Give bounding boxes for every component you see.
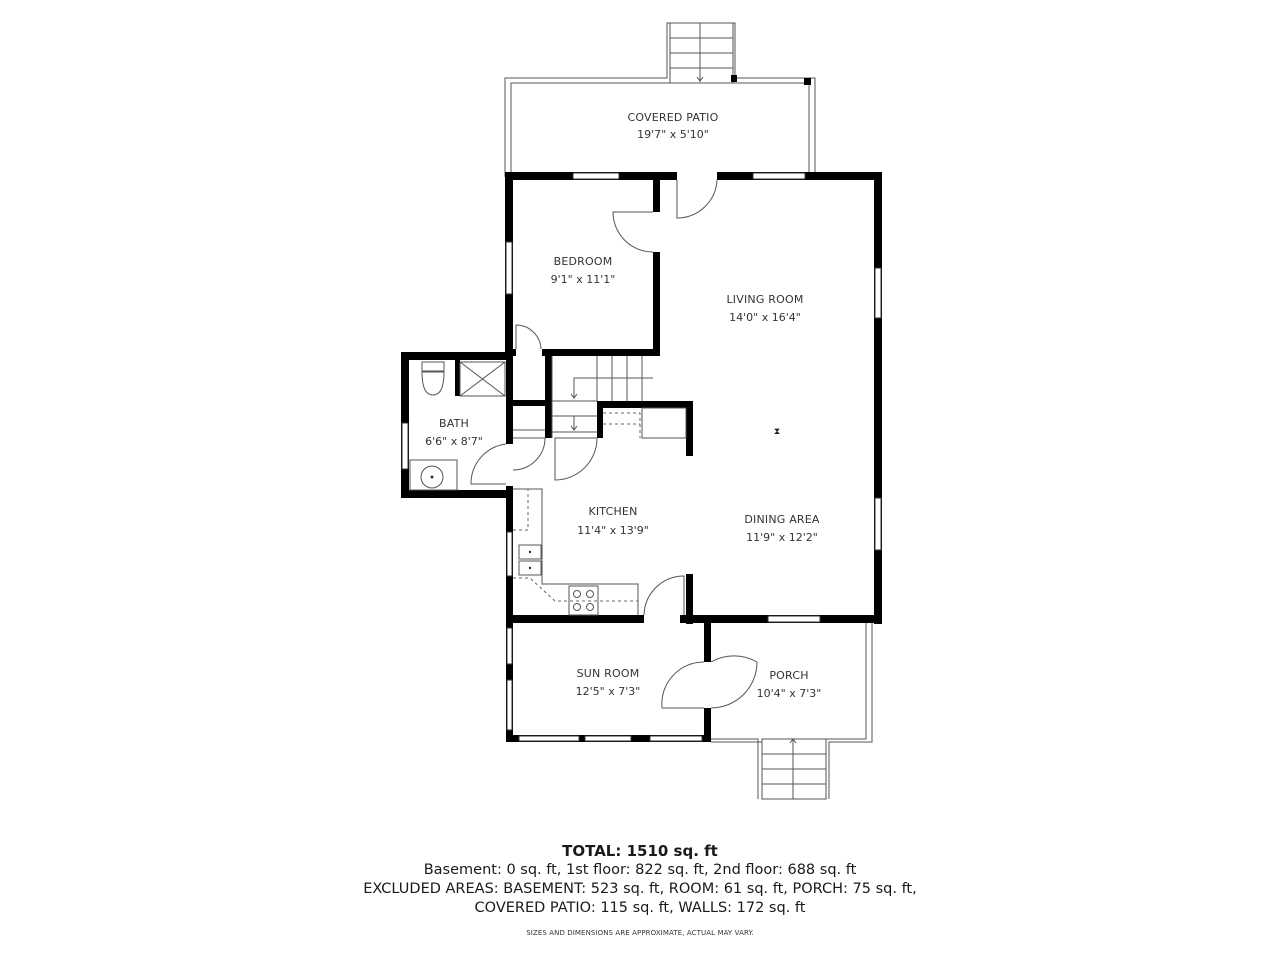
total-area: TOTAL: 1510 sq. ft (562, 842, 718, 860)
windows (401, 172, 882, 742)
dining-area-dimensions: 11'9" x 12'2" (746, 531, 818, 544)
toilet-icon (421, 361, 445, 396)
double-sink-icon (518, 544, 542, 576)
sink-icon (409, 459, 458, 491)
living-room-dimensions: 14'0" x 16'4" (729, 311, 801, 324)
covered-patio (504, 22, 816, 177)
sun-room-label: SUN ROOM (577, 667, 640, 680)
bath-dimensions: 6'6" x 8'7" (425, 435, 483, 448)
sun-room-dimensions: 12'5" x 7'3" (576, 685, 641, 698)
excluded-areas-line2: COVERED PATIO: 115 sq. ft, WALLS: 172 sq… (474, 900, 806, 916)
living-room-label: LIVING ROOM (726, 293, 803, 306)
kitchen-label: KITCHEN (588, 505, 637, 518)
bath-fixtures (409, 361, 506, 491)
disclaimer: SIZES AND DIMENSIONS ARE APPROXIMATE, AC… (526, 929, 754, 937)
exterior-walls (401, 172, 882, 742)
interior-stairs (513, 356, 687, 439)
porch (711, 623, 873, 800)
center-marker-icon: ⧗ (774, 427, 780, 437)
room-labels: COVERED PATIO 19'7" x 5'10" BEDROOM 9'1"… (425, 111, 821, 700)
floor-areas: Basement: 0 sq. ft, 1st floor: 822 sq. f… (423, 862, 857, 878)
stove-icon (568, 585, 599, 616)
covered-patio-dimensions: 19'7" x 5'10" (637, 128, 709, 141)
bedroom-dimensions: 9'1" x 11'1" (551, 273, 616, 286)
kitchen-fixtures (513, 488, 639, 616)
shower-icon (459, 361, 506, 397)
bath-label: BATH (439, 417, 469, 430)
patio-stairs (669, 22, 734, 84)
porch-dimensions: 10'4" x 7'3" (757, 687, 822, 700)
dining-area-label: DINING AREA (744, 513, 820, 526)
doors (470, 172, 758, 709)
porch-stairs (761, 738, 827, 800)
bedroom-label: BEDROOM (554, 255, 613, 268)
porch-label: PORCH (769, 669, 808, 682)
excluded-areas-line1: EXCLUDED AREAS: BASEMENT: 523 sq. ft, RO… (363, 881, 917, 897)
covered-patio-label: COVERED PATIO (627, 111, 718, 124)
kitchen-dimensions: 11'4" x 13'9" (577, 524, 649, 537)
